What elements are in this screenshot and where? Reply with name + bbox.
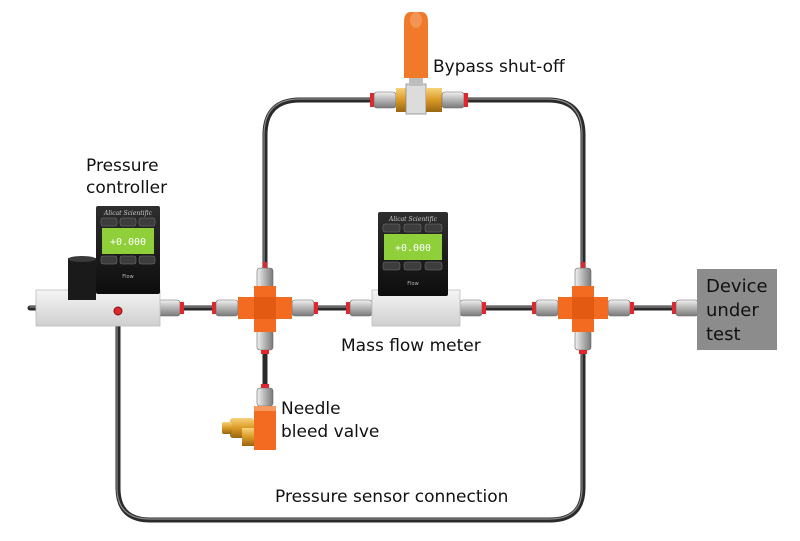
label-mass-flow-meter: Mass flow meter xyxy=(341,336,481,356)
controller-pressure-port xyxy=(113,306,123,316)
controller-reading: +0.000 xyxy=(110,237,146,248)
fitting-meter-out xyxy=(459,299,486,317)
fitting-tee1-top xyxy=(256,262,274,289)
controller-unit-label: Flow xyxy=(122,274,133,280)
fitting-meter-in xyxy=(346,299,373,317)
fitting-needle-top xyxy=(256,384,274,407)
fitting-tee1-left xyxy=(212,299,239,317)
fitting-tee2-top xyxy=(574,262,592,289)
meter-unit-label: Flow xyxy=(407,281,418,287)
fitting-tee2-bottom xyxy=(574,329,592,354)
label-pressure-sensor-connection: Pressure sensor connection xyxy=(275,487,508,507)
fitting-tee2-right xyxy=(607,299,634,317)
fitting-tee1-bottom xyxy=(256,329,274,354)
meter-brand: Alicat Scientific xyxy=(388,216,438,223)
pressure-sensor-tube xyxy=(115,309,586,523)
label-device-under-test-1: Device xyxy=(706,276,768,297)
tee-junction-right xyxy=(558,286,608,332)
label-needle-valve-2: bleed valve xyxy=(281,422,379,442)
tee-junction-left xyxy=(238,286,292,332)
fitting-tee2-left xyxy=(532,299,559,317)
fitting-tee1-right xyxy=(291,299,318,317)
controller-solenoid xyxy=(68,258,96,300)
labels: Bypass shut-off Pressure controller Mass… xyxy=(86,57,768,507)
mass-flow-meter: Alicat Scientific +0.000 Flow xyxy=(371,212,461,327)
meter-screen xyxy=(384,234,442,260)
label-device-under-test-2: under xyxy=(706,300,759,321)
controller-screen xyxy=(102,228,154,254)
fitting-controller-out xyxy=(157,299,184,317)
meter-reading: +0.000 xyxy=(395,243,431,254)
controller-brand: Alicat Scientific xyxy=(103,210,153,217)
label-device-under-test-3: test xyxy=(706,324,741,345)
bypass-valve-handle xyxy=(404,12,428,78)
label-pressure-controller-1: Pressure xyxy=(86,156,159,176)
label-pressure-controller-2: controller xyxy=(86,178,167,198)
needle-bleed-valve xyxy=(222,406,276,450)
label-bypass-shutoff: Bypass shut-off xyxy=(433,57,566,77)
controller-manifold xyxy=(35,289,161,327)
needle-valve-body xyxy=(254,406,276,450)
pressure-controller: Alicat Scientific +0.000 Flow xyxy=(35,206,161,327)
fitting-dut-in xyxy=(672,299,699,317)
label-needle-valve-1: Needle xyxy=(281,399,341,419)
bypass-valve xyxy=(370,12,468,115)
device-under-test-box xyxy=(697,269,777,350)
